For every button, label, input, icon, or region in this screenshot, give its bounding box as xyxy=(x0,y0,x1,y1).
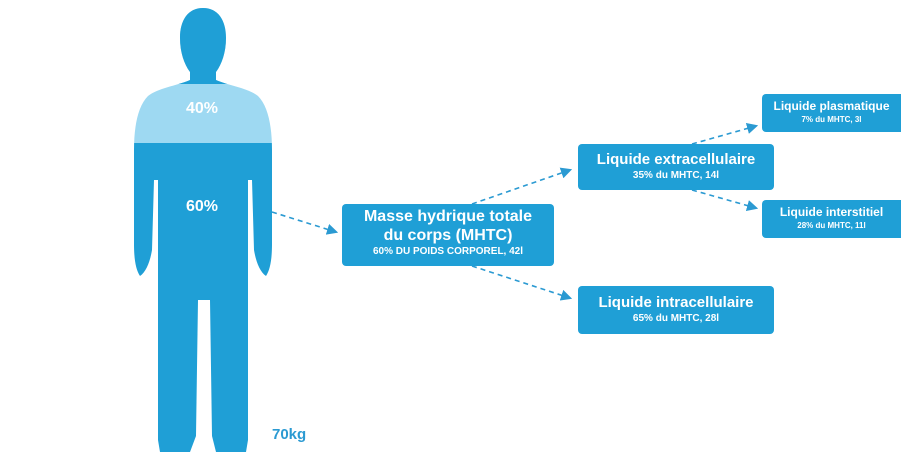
lower-body-percent: 60% xyxy=(186,198,218,216)
intracellular-title: Liquide intracellulaire xyxy=(578,293,774,312)
plasma-subtitle: 7% du MHTC, 3l xyxy=(762,114,901,126)
upper-body-percent: 40% xyxy=(186,100,218,118)
interstitial-box: Liquide interstitiel 28% du MHTC, 11l xyxy=(762,200,901,238)
arrow-extracellular-to-plasma xyxy=(692,126,756,144)
arrow-body-to-mhtc xyxy=(272,212,336,232)
interstitial-subtitle: 28% du MHTC, 11l xyxy=(762,220,901,232)
human-body-figure xyxy=(120,0,290,459)
body-weight-label: 70kg xyxy=(272,426,306,443)
mhtc-subtitle: 60% DU POIDS CORPOREL, 42l xyxy=(342,245,554,259)
intracellular-subtitle: 65% du MHTC, 28l xyxy=(578,312,774,326)
mhtc-title-line1: Masse hydrique totale xyxy=(342,207,554,226)
extracellular-subtitle: 35% du MHTC, 14l xyxy=(578,169,774,183)
arrow-extracellular-to-interstitial xyxy=(692,190,756,208)
intracellular-box: Liquide intracellulaire 65% du MHTC, 28l xyxy=(578,286,774,334)
extracellular-box: Liquide extracellulaire 35% du MHTC, 14l xyxy=(578,144,774,190)
plasma-title: Liquide plasmatique xyxy=(762,98,901,114)
arrow-mhtc-to-extracellular xyxy=(472,170,570,204)
plasma-box: Liquide plasmatique 7% du MHTC, 3l xyxy=(762,94,901,132)
mhtc-title-line2: du corps (MHTC) xyxy=(342,226,554,245)
body-head-neck-area xyxy=(120,0,290,84)
arrow-mhtc-to-intracellular xyxy=(472,266,570,298)
mhtc-box: Masse hydrique totale du corps (MHTC) 60… xyxy=(342,204,554,266)
body-lower-water-area xyxy=(120,143,290,459)
interstitial-title: Liquide interstitiel xyxy=(762,204,901,220)
extracellular-title: Liquide extracellulaire xyxy=(578,150,774,169)
